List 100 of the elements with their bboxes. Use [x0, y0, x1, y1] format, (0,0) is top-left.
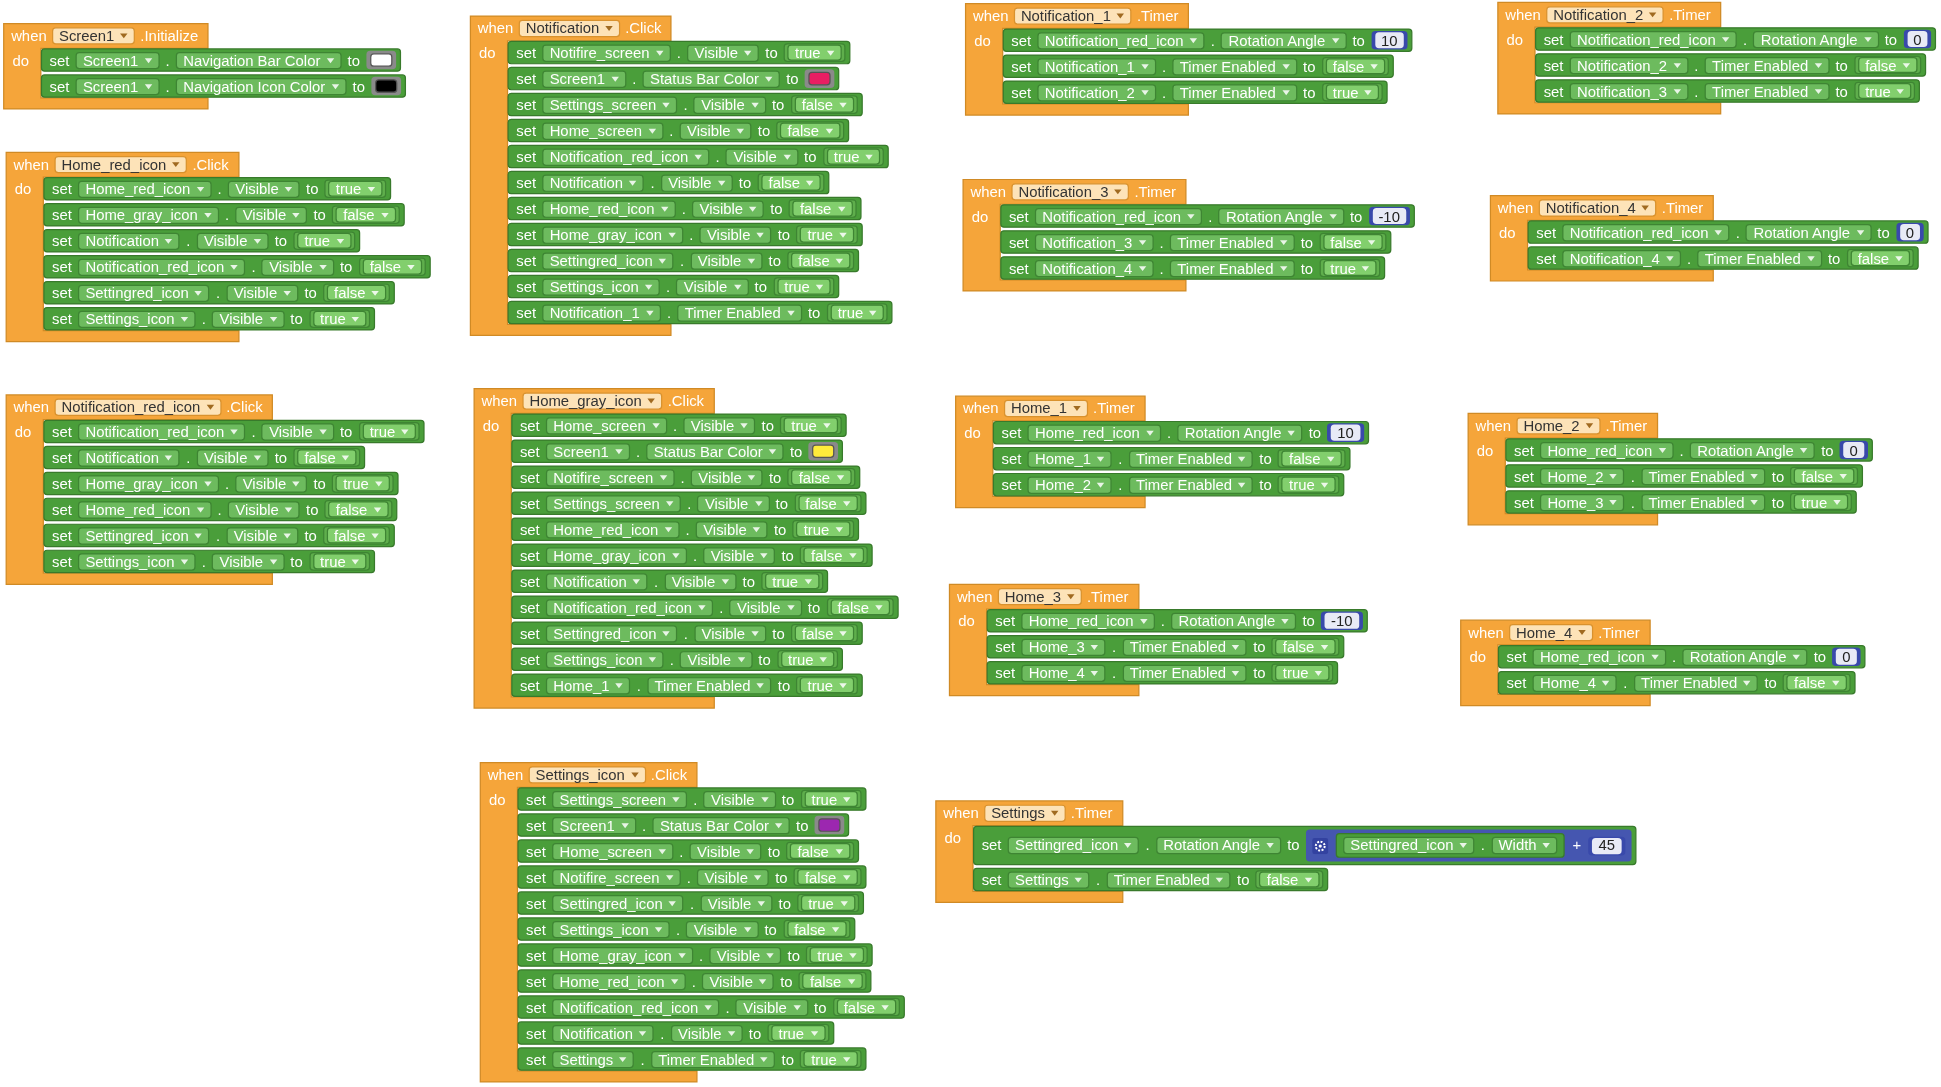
dropdown: Settings — [552, 1050, 635, 1068]
event-name: .Timer — [1605, 417, 1648, 435]
block-keyword: to — [1303, 83, 1316, 101]
block-keyword: do — [479, 44, 496, 62]
dropdown: false — [1281, 450, 1342, 467]
block-keyword: to — [1303, 57, 1316, 75]
block-keyword: to — [339, 422, 353, 441]
set-block — [992, 472, 1345, 497]
boolean-block — [1783, 673, 1851, 692]
block-keyword: set — [1001, 424, 1022, 442]
boolean-block — [1255, 870, 1323, 889]
dropdown: Notification_red_icon — [54, 398, 222, 416]
dropdown: Notification_1 — [1013, 7, 1132, 25]
block-keyword: set — [1543, 82, 1564, 100]
block-keyword: to — [777, 225, 791, 244]
block-keyword: set — [1008, 233, 1029, 251]
dropdown: false — [1325, 58, 1386, 75]
block-keyword: set — [526, 868, 546, 886]
block-keyword: set — [1506, 648, 1527, 666]
dropdown: true — [800, 677, 855, 694]
dot-separator: . — [679, 842, 684, 860]
event-name: .Click — [667, 392, 705, 410]
set-block — [507, 274, 840, 299]
block-keyword: set — [49, 77, 70, 95]
set-block — [986, 609, 1368, 633]
dropdown: Timer Enabled — [1704, 56, 1830, 74]
set-block — [511, 465, 860, 489]
dropdown: Visible — [226, 526, 299, 545]
set-block — [43, 229, 360, 253]
dropdown: true — [296, 232, 352, 249]
dropdown: Notification — [545, 572, 648, 590]
dot-separator: . — [1743, 30, 1748, 48]
dropdown: Timer Enabled — [1122, 638, 1247, 656]
dropdown: Rotation Angle — [1218, 207, 1344, 225]
block-keyword: set — [516, 95, 537, 114]
set-block — [507, 144, 890, 169]
block-keyword: to — [761, 416, 774, 434]
block-keyword: set — [516, 225, 537, 244]
block-keyword: set — [519, 598, 540, 616]
block-keyword: do — [964, 424, 981, 442]
event-name: .Timer — [1086, 588, 1129, 606]
dropdown: Visible — [679, 121, 752, 140]
block-keyword: set — [526, 790, 546, 808]
dropdown: true — [804, 791, 859, 808]
block-keyword: to — [764, 920, 777, 938]
set-block — [517, 969, 871, 993]
dropdown: false — [830, 599, 890, 616]
dropdown: Home_gray_icon — [552, 946, 693, 964]
dropdown: Timer Enabled — [1641, 467, 1766, 485]
dropdown: false — [794, 96, 855, 113]
dropdown: Visible — [226, 284, 299, 302]
dropdown: true — [800, 895, 855, 912]
set-block — [1505, 438, 1873, 462]
dot-separator: . — [1210, 31, 1215, 49]
set-block — [517, 995, 905, 1019]
block-keyword: to — [1349, 207, 1363, 225]
block-keyword: set — [516, 121, 537, 140]
dropdown: Notification_red_icon — [78, 422, 246, 441]
event-name: .Click — [650, 766, 688, 784]
dropdown: Settingred_icon — [545, 624, 678, 642]
dot-separator: . — [654, 572, 659, 590]
dot-separator: . — [687, 494, 692, 512]
block-keyword: to — [771, 95, 785, 114]
block-keyword: to — [796, 816, 809, 834]
block-keyword: to — [1302, 612, 1315, 630]
set-block — [511, 595, 899, 619]
block-keyword: set — [519, 494, 540, 512]
dropdown: Notification_3 — [1034, 233, 1154, 251]
event-name: .Timer — [1093, 399, 1135, 418]
dropdown: false — [790, 843, 850, 860]
dot-separator: . — [680, 251, 685, 270]
block-keyword: do — [958, 612, 975, 631]
set-block — [1527, 220, 1929, 244]
block-keyword: to — [1813, 648, 1827, 666]
dot-separator: . — [1159, 233, 1164, 251]
block-keyword: to — [306, 180, 319, 198]
dot-separator: . — [725, 998, 730, 1016]
block-keyword: do — [14, 180, 32, 199]
dropdown: Home_red_icon — [545, 520, 680, 538]
dropdown: Visible — [687, 43, 760, 62]
dropdown: Visible — [212, 552, 285, 571]
dropdown: Home_red_icon — [1021, 612, 1155, 630]
math-add-block — [1305, 829, 1632, 862]
dropdown: Visible — [729, 598, 802, 616]
block-keyword: to — [313, 206, 326, 224]
dropdown: false — [326, 284, 387, 301]
dropdown: Visible — [702, 972, 774, 990]
block-keyword: set — [526, 998, 546, 1016]
dot-separator: . — [1679, 441, 1684, 459]
block-keyword: set — [1536, 249, 1557, 267]
dropdown: false — [1794, 467, 1854, 484]
plus-operator: + — [1572, 836, 1582, 855]
dropdown: Visible — [227, 500, 300, 519]
set-block — [517, 839, 859, 863]
dot-separator: . — [201, 552, 206, 571]
set-block — [511, 673, 863, 697]
dot-separator: . — [635, 442, 641, 460]
block-keyword: set — [1536, 223, 1557, 241]
dot-separator: . — [681, 199, 686, 218]
block-keyword: set — [519, 416, 540, 434]
